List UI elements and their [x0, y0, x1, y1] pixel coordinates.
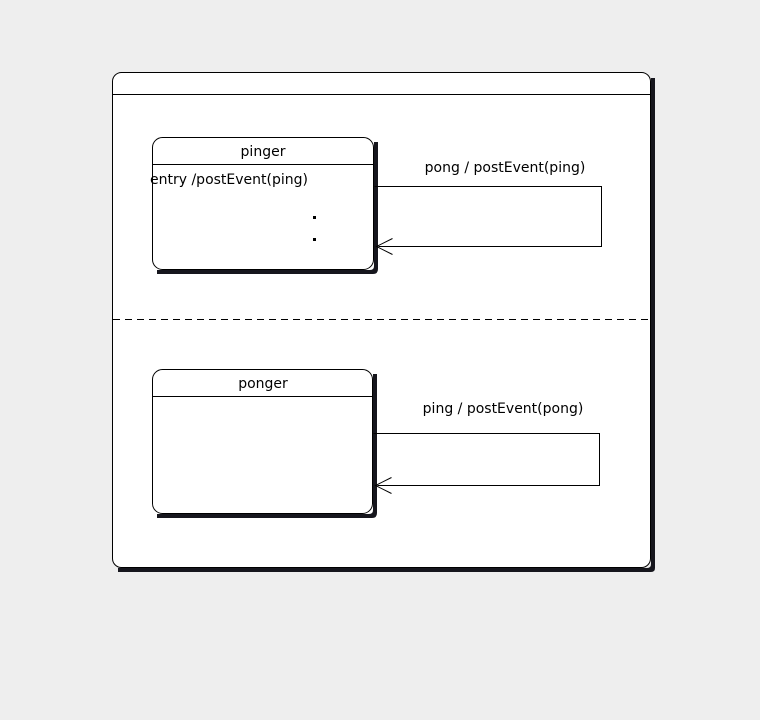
- region-bottom: ponger ping / postEvent(pong): [152, 369, 600, 519]
- state-pinger-name: pinger: [241, 144, 286, 160]
- transition-ponger-self-arrowhead: [374, 477, 392, 494]
- transition-pinger-self-label: pong / postEvent(ping): [425, 160, 586, 176]
- state-ponger[interactable]: ponger: [152, 369, 378, 519]
- transition-pinger-self-path[interactable]: [374, 186, 602, 247]
- state-pinger-entry-action: entry /postEvent(ping): [150, 172, 308, 188]
- state-ponger-body[interactable]: [152, 369, 373, 514]
- state-pinger-decoration-dot-1: [313, 216, 316, 219]
- transition-pinger-self-arrowhead: [375, 238, 393, 255]
- region-top: pinger entry /postEvent(ping) pong / pos…: [150, 137, 602, 275]
- state-ponger-name: ponger: [238, 376, 288, 392]
- transition-pinger-self[interactable]: pong / postEvent(ping): [374, 160, 602, 255]
- transition-ponger-self[interactable]: ping / postEvent(pong): [373, 401, 600, 494]
- transition-ponger-self-path[interactable]: [373, 433, 600, 486]
- state-pinger-decoration-dot-2: [313, 238, 316, 241]
- transition-ponger-self-label: ping / postEvent(pong): [423, 401, 584, 417]
- state-pinger[interactable]: pinger entry /postEvent(ping): [150, 137, 378, 275]
- state-pinger-body[interactable]: [152, 137, 374, 270]
